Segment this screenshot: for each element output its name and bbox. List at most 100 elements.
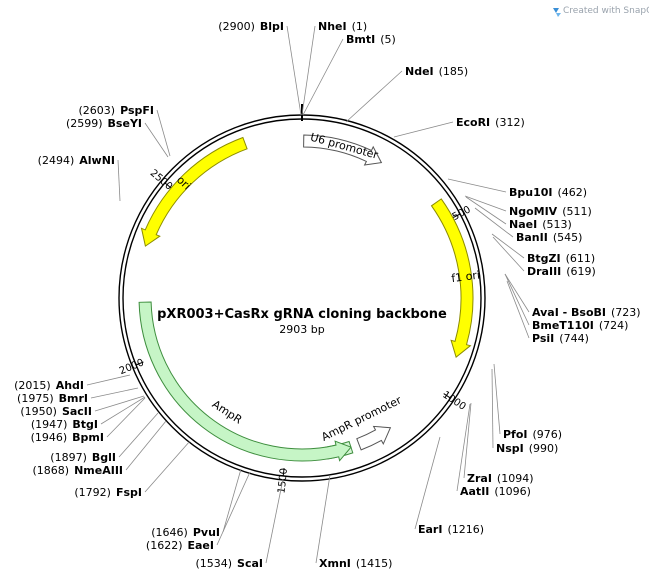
site-position: (2599) [66, 117, 103, 130]
site-bmri[interactable]: (1975)BmrI [17, 387, 139, 405]
site-bpmi[interactable]: (1946)BpmI [31, 397, 146, 444]
tick-mark [164, 182, 172, 189]
site-label[interactable]: (1975)BmrI [17, 392, 88, 405]
site-position: (1975) [17, 392, 54, 405]
site-label[interactable]: (1947)BtgI [31, 418, 98, 431]
site-leader-line [493, 363, 501, 435]
site-name: SacII [62, 405, 92, 418]
site-label[interactable]: (2015)AhdI [14, 379, 84, 392]
feature-label-f1-ori: f1 ori [451, 269, 481, 285]
site-bpu10i[interactable]: Bpu10I(462) [447, 178, 587, 199]
tick-mark [452, 213, 461, 219]
site-label[interactable]: BmeT110I(724) [532, 319, 628, 332]
site-btgi[interactable]: (1947)BtgI [31, 396, 146, 431]
site-ahdi[interactable]: (2015)AhdI [14, 374, 131, 392]
site-sacii[interactable]: (1950) SacII [20, 395, 145, 418]
site-label[interactable]: BmtI(5) [346, 33, 396, 46]
site-label[interactable]: AatII(1096) [460, 485, 531, 498]
site-label[interactable]: (1868)NmeAIII [33, 464, 124, 477]
site-position: (1950) [20, 405, 57, 418]
site-leader-line [504, 273, 530, 326]
site-bmet110i[interactable]: BmeT110I(724) [504, 273, 628, 332]
site-name: EarI [418, 523, 442, 536]
site-label[interactable]: AvaI - BsoBI(723) [532, 306, 641, 319]
site-leader-line [506, 280, 530, 339]
site-name: XmnI [319, 557, 351, 570]
site-bgli[interactable]: (1897)BglI [50, 412, 159, 464]
site-zrai[interactable]: ZraI(1094) [463, 402, 534, 485]
site-blpi[interactable]: (2900)BlpI [218, 20, 302, 116]
site-leader-line [90, 387, 139, 399]
site-draiii[interactable]: DraIII(619) [492, 236, 596, 278]
site-label[interactable]: XmnI(1415) [319, 557, 392, 570]
site-scai[interactable]: (1534)ScaI [195, 478, 284, 570]
site-label[interactable]: (2494) AlwNI [38, 154, 115, 167]
site-position: (2494) [38, 154, 75, 167]
site-leader-line [100, 396, 146, 425]
site-label[interactable]: (2603)PspFI [79, 104, 154, 117]
site-position: (1) [352, 20, 368, 33]
site-eaei[interactable]: (1622)EaeI [146, 471, 251, 552]
site-label[interactable]: PsiI(744) [532, 332, 589, 345]
site-ngomiv[interactable]: NgoMIV(511) [464, 195, 592, 218]
site-label[interactable]: EarI(1216) [418, 523, 484, 536]
site-xmni[interactable]: XmnI(1415) [315, 474, 392, 570]
site-leader-line [222, 468, 242, 533]
site-nmeaiii[interactable]: (1868)NmeAIII [33, 420, 167, 477]
site-pfoi[interactable]: PfoI(976) [493, 363, 562, 441]
site-banii[interactable]: BanII (545) [474, 207, 582, 244]
site-name: BanII [516, 231, 548, 244]
site-label[interactable]: (1950) SacII [20, 405, 92, 418]
site-nspi[interactable]: NspI(990) [491, 368, 558, 455]
site-name: AlwNI [79, 154, 115, 167]
site-name: NspI [496, 442, 524, 455]
site-label[interactable]: DraIII(619) [527, 265, 596, 278]
site-label[interactable]: (1622)EaeI [146, 539, 214, 552]
site-position: (1096) [494, 485, 531, 498]
site-leader-line [492, 236, 525, 272]
tick-mark [282, 468, 285, 477]
site-pvui[interactable]: (1646)PvuI [151, 468, 242, 539]
site-fspi[interactable]: (1792)FspI [74, 440, 191, 499]
site-label[interactable]: PfoI(976) [503, 428, 562, 441]
site-position: (545) [553, 231, 583, 244]
site-avai-bsobi[interactable]: AvaI - BsoBI(723) [504, 273, 641, 319]
site-ecori[interactable]: EcoRI(312) [393, 116, 525, 138]
site-label[interactable]: NaeI(513) [509, 218, 572, 231]
site-name: EaeI [188, 539, 215, 552]
site-label[interactable]: (2599)BseYI [66, 117, 142, 130]
site-ndei[interactable]: NdeI(185) [345, 65, 468, 123]
site-nhei[interactable]: NheI(1) [301, 20, 367, 116]
site-label[interactable]: BanII (545) [516, 231, 582, 244]
site-psii[interactable]: PsiI(744) [506, 280, 589, 345]
site-naei[interactable]: NaeI(513) [465, 196, 572, 231]
site-label[interactable]: (1946)BpmI [31, 431, 104, 444]
site-leader-line [216, 471, 251, 546]
site-label[interactable]: Bpu10I(462) [509, 186, 587, 199]
site-pspfi[interactable]: (2603)PspFI [79, 104, 171, 157]
site-label[interactable]: (2900)BlpI [218, 20, 284, 33]
site-position: (513) [542, 218, 572, 231]
site-name: BglI [92, 451, 116, 464]
site-bseyi[interactable]: (2599)BseYI [66, 117, 169, 158]
site-label[interactable]: (1534)ScaI [195, 557, 263, 570]
site-label[interactable]: BtgZI(611) [527, 252, 595, 265]
site-alwni[interactable]: (2494) AlwNI [38, 154, 121, 202]
site-aatii[interactable]: AatII(1096) [456, 403, 531, 498]
site-position: (2900) [218, 20, 255, 33]
site-label[interactable]: (1897)BglI [50, 451, 116, 464]
site-position: (1947) [31, 418, 68, 431]
site-bmti[interactable]: BmtI(5) [302, 33, 396, 116]
snapgene-logo-icon [553, 8, 561, 17]
site-label[interactable]: (1646)PvuI [151, 526, 220, 539]
site-label[interactable]: NheI(1) [318, 20, 367, 33]
site-btgzi[interactable]: BtgZI(611) [491, 233, 595, 265]
site-label[interactable]: NgoMIV(511) [509, 205, 592, 218]
site-label[interactable]: (1792)FspI [74, 486, 142, 499]
tick-mark [443, 393, 451, 399]
site-label[interactable]: NdeI(185) [405, 65, 468, 78]
site-label[interactable]: EcoRI(312) [456, 116, 525, 129]
site-label[interactable]: ZraI(1094) [467, 472, 534, 485]
site-eari[interactable]: EarI(1216) [414, 436, 484, 536]
site-label[interactable]: NspI(990) [496, 442, 558, 455]
